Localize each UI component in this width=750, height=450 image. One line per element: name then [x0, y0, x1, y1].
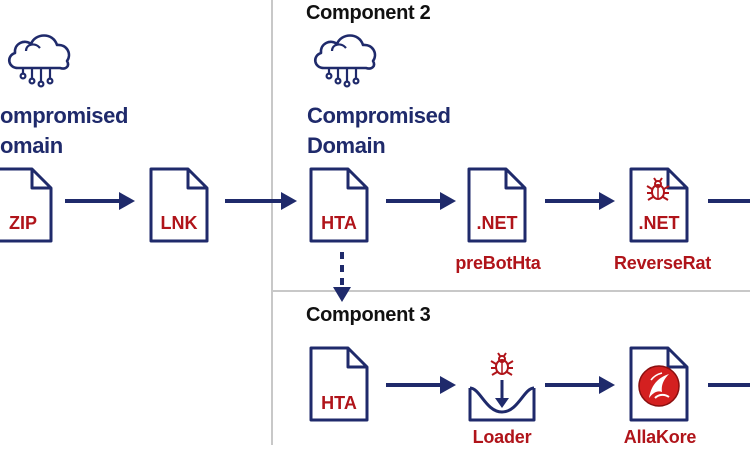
component-3-title: Component 3	[306, 304, 431, 326]
flow-arrow	[708, 383, 750, 387]
file-label-lnk: LNK	[160, 213, 198, 233]
cloud-network-icon	[314, 34, 377, 88]
flow-arrow	[386, 376, 456, 394]
compromised-domain-label-2a: Compromised	[307, 103, 451, 128]
flow-arrow	[386, 192, 456, 210]
cloud-network-icon	[8, 34, 71, 88]
caption-loader: Loader	[472, 427, 532, 447]
bug-icon	[646, 177, 670, 201]
loader-icon	[468, 380, 536, 422]
compromised-domain-label-1b: omain	[0, 133, 63, 158]
flow-arrow	[545, 376, 615, 394]
file-label-hta: HTA	[321, 213, 357, 233]
flow-arrow	[65, 192, 135, 210]
compromised-domain-label-1a: ompromised	[0, 103, 129, 128]
file-icon-lnk	[149, 167, 209, 243]
flow-arrow	[225, 192, 297, 210]
bug-icon	[490, 352, 514, 376]
flow-arrow	[545, 192, 615, 210]
file-label-dotnet: .NET	[476, 213, 518, 233]
caption-allakore: AllaKore	[623, 427, 697, 447]
file-icon-hta	[309, 167, 369, 243]
component-divider-vertical	[271, 0, 273, 445]
compromised-domain-label-2b: Domain	[307, 133, 386, 158]
component-divider-horizontal	[271, 290, 750, 292]
allakore-logo	[638, 365, 680, 407]
dashed-flow-arrow	[333, 252, 351, 302]
file-label-zip: ZIP	[8, 213, 37, 233]
file-icon-hta	[309, 346, 369, 422]
caption-reverserat: ReverseRat	[614, 253, 712, 273]
file-label-dotnet-reverserat: .NET	[638, 213, 680, 233]
file-label-hta-2: HTA	[321, 393, 357, 413]
file-icon-dotnet	[467, 167, 527, 243]
component-2-title: Component 2	[306, 2, 431, 24]
file-icon-zip	[0, 167, 53, 243]
caption-prebothta: preBotHta	[455, 253, 541, 273]
flow-arrow	[708, 199, 750, 203]
file-icon-dotnet-reverserat	[629, 167, 689, 243]
